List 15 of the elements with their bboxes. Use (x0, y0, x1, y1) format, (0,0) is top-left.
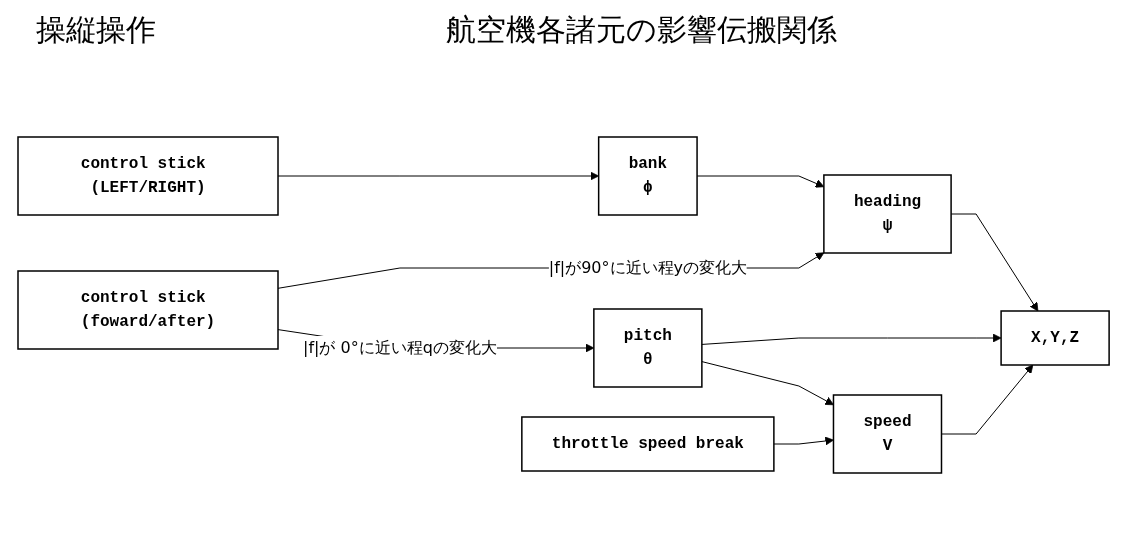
node-box: throttle speed break (521, 416, 776, 472)
arrow (941, 364, 1034, 435)
node-box: control stick (foward/after) (17, 270, 280, 350)
edge-label: |f|が 0°に近い程qの変化大 (303, 338, 498, 357)
node-box: bank ϕ (598, 136, 699, 216)
column-heading: 操縦操作 (35, 10, 157, 49)
edge-label: |f|が90°に近い程yの変化大 (549, 258, 748, 277)
node-box: speed V (833, 394, 943, 474)
arrow (697, 175, 825, 188)
node-box: X,Y,Z (1000, 310, 1111, 366)
arrow (951, 213, 1039, 312)
column-heading: 航空機各諸元の影響伝搬関係 (445, 10, 837, 49)
node-box: heading ψ (823, 174, 953, 254)
node-box: pitch θ (593, 308, 704, 388)
node-box: control stick (LEFT/RIGHT) (17, 136, 280, 216)
